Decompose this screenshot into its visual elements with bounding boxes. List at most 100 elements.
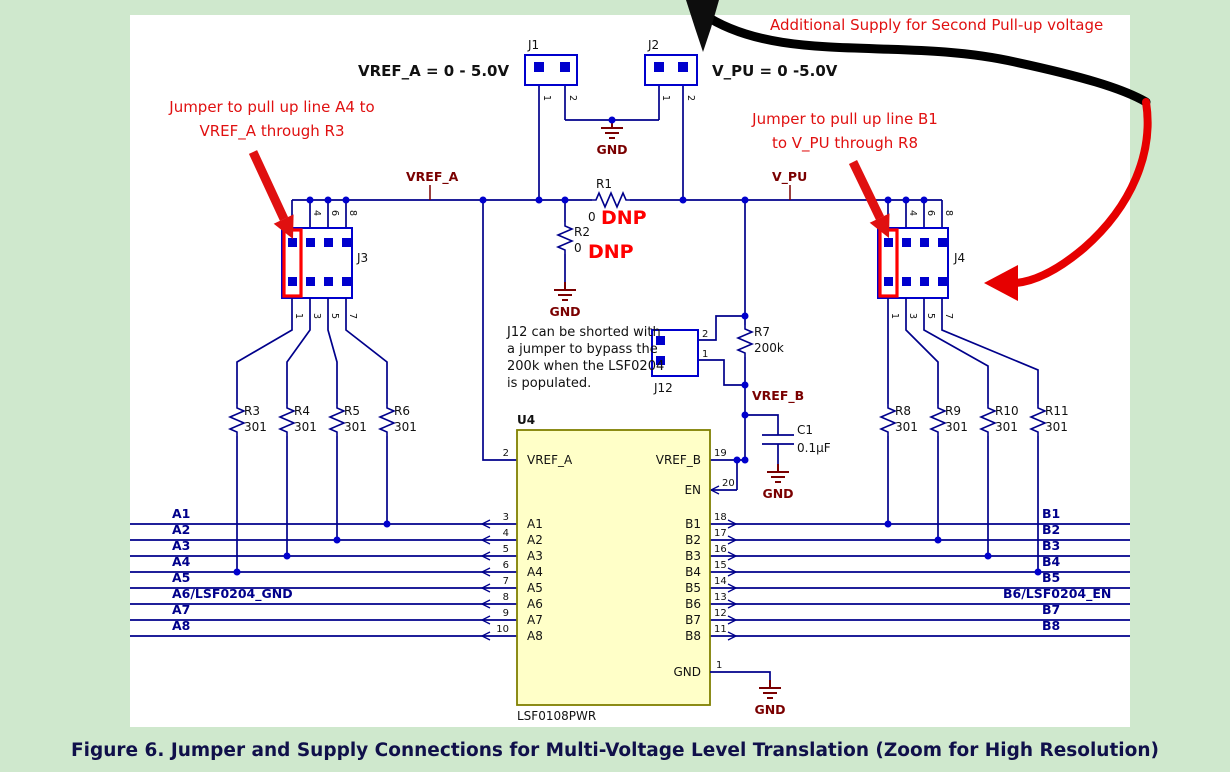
annotation-text: to V_PU through R8 (772, 134, 918, 153)
annotation-text: VREF_A through R3 (200, 122, 345, 141)
r9-value: 301 (945, 420, 968, 434)
r2-dnp-label: DNP (588, 241, 634, 263)
resistor-r8 (878, 404, 898, 436)
direction-chevron (727, 551, 738, 561)
r7-ref: R7 (754, 325, 770, 339)
a-line-label: A1 (172, 506, 190, 521)
note-line: 200k when the LSF0204 (507, 359, 664, 374)
resistor-r7 (735, 325, 755, 357)
pin-number: 18 (714, 512, 727, 523)
annotation-left-jumper: Jumper to pull up line A4 to VREF_A thro… (168, 98, 375, 239)
black-clip (686, 0, 719, 52)
pin-number: 13 (714, 592, 727, 603)
j3-pin-number: 6 (329, 210, 340, 216)
vref-b-en-wires: 19 20 (709, 448, 745, 495)
j3-pin-number: 8 (347, 210, 358, 216)
resistor-r10 (978, 404, 998, 436)
gnd-symbol (554, 282, 576, 301)
j4-ref: J4 (953, 251, 965, 265)
j4-pin-number: 8 (943, 210, 954, 216)
supply-rail: VREF_A V_PU R1 0 DNP (292, 169, 942, 229)
test-lead-black (686, 0, 1151, 107)
j4-pin-number: 3 (907, 313, 918, 319)
connector-j2: J2 1 2 (644, 38, 698, 200)
a-line-label: A6/LSF0204_GND (172, 586, 293, 602)
red-cable (1012, 98, 1152, 287)
chip-pin-name: B1 (685, 517, 701, 531)
direction-chevron (480, 551, 491, 561)
r9-ref: R9 (945, 404, 961, 418)
direction-chevron (480, 615, 491, 625)
r11-ref: R11 (1045, 404, 1069, 418)
figure-caption: Figure 6. Jumper and Supply Connections … (71, 740, 1159, 761)
pin-number: 4 (503, 528, 509, 539)
r4-value: 301 (294, 420, 317, 434)
resistor-r6 (377, 404, 397, 436)
chip-pin-name: B7 (685, 613, 701, 627)
pin-number: 5 (503, 544, 509, 555)
chip-pin-name: B5 (685, 581, 701, 595)
gnd-label: GND (596, 142, 627, 157)
chip-pin-name: B2 (685, 533, 701, 547)
r1-ref: R1 (596, 177, 612, 191)
direction-chevron (727, 567, 738, 577)
r6-ref: R6 (394, 404, 410, 418)
net-label-vref-b: VREF_B (752, 388, 804, 404)
pin-number: 15 (714, 560, 727, 571)
chip-pin-name: EN (684, 483, 701, 497)
pin-number: 9 (503, 608, 509, 619)
gnd-symbol (759, 680, 781, 699)
chip-pin-name: B6 (685, 597, 701, 611)
j1-ref: J1 (527, 38, 539, 52)
j12-pin-number: 2 (702, 329, 708, 340)
resistor-r11 (1028, 404, 1048, 436)
j3-pin-number: 7 (347, 313, 358, 319)
right-pullup-resistors: R8 301 R9 301 R10 301 R11 301 (878, 298, 1069, 572)
j2-ref: J2 (647, 38, 659, 52)
b-bus: B1 B2 B3 B4 B5 B6/LSF0204_EN B7 B8 18 17… (710, 506, 1130, 641)
red-cable-arrowhead (984, 265, 1018, 301)
connector-j1: J1 1 2 (524, 38, 578, 200)
note-line: J12 can be shorted with (506, 325, 661, 340)
direction-chevron (727, 615, 738, 625)
direction-chevron (727, 631, 738, 641)
r8-ref: R8 (895, 404, 911, 418)
b-line-label: B5 (1042, 570, 1060, 585)
b-line-label: B6/LSF0204_EN (1003, 586, 1111, 602)
j4-pin-number: 7 (943, 313, 954, 319)
annotation-right-jumper: Jumper to pull up line B1 to V_PU throug… (751, 110, 938, 238)
chip-pin-name: A1 (527, 517, 543, 531)
direction-chevron (727, 583, 738, 593)
resistor-r5 (327, 404, 347, 436)
net-label-v-pu: V_PU (772, 169, 807, 185)
a-line-label: A2 (172, 522, 190, 537)
chip-pin-name: A4 (527, 565, 543, 579)
b-line-label: B8 (1042, 618, 1060, 633)
j2-pin-number: 1 (660, 95, 671, 101)
j3-ref: J3 (356, 251, 368, 265)
test-lead-red (984, 98, 1152, 301)
pin-number: 14 (714, 576, 727, 587)
note-line: a jumper to bypass the (507, 342, 658, 357)
r3-value: 301 (244, 420, 267, 434)
connector-j3: J3 4 6 8 1 3 5 7 (281, 200, 368, 319)
direction-chevron (480, 519, 491, 529)
annotation-arrowhead (273, 214, 294, 239)
pin-number: 6 (503, 560, 509, 571)
r5-ref: R5 (344, 404, 360, 418)
gnd-label: GND (754, 702, 785, 717)
j4-pin-number: 5 (925, 313, 936, 319)
connector-j4: J4 4 6 8 1 3 5 7 (877, 200, 965, 319)
chip-pin-name: A7 (527, 613, 543, 627)
pin-number: 1 (716, 660, 722, 671)
j3-pin-number: 1 (293, 313, 304, 319)
chip-pin-name: A6 (527, 597, 543, 611)
annotation-text: Jumper to pull up line A4 to (168, 98, 374, 116)
gnd-label: GND (549, 304, 580, 319)
c1-branch: GND C1 0.1µF (745, 414, 831, 501)
b-line-label: B7 (1042, 602, 1060, 617)
direction-chevron (480, 535, 491, 545)
chip-u4: U4 LSF0108PWR VREF_A A1 A2 A3 A4 A5 A6 A… (516, 413, 711, 723)
resistor-r2 (555, 222, 575, 254)
